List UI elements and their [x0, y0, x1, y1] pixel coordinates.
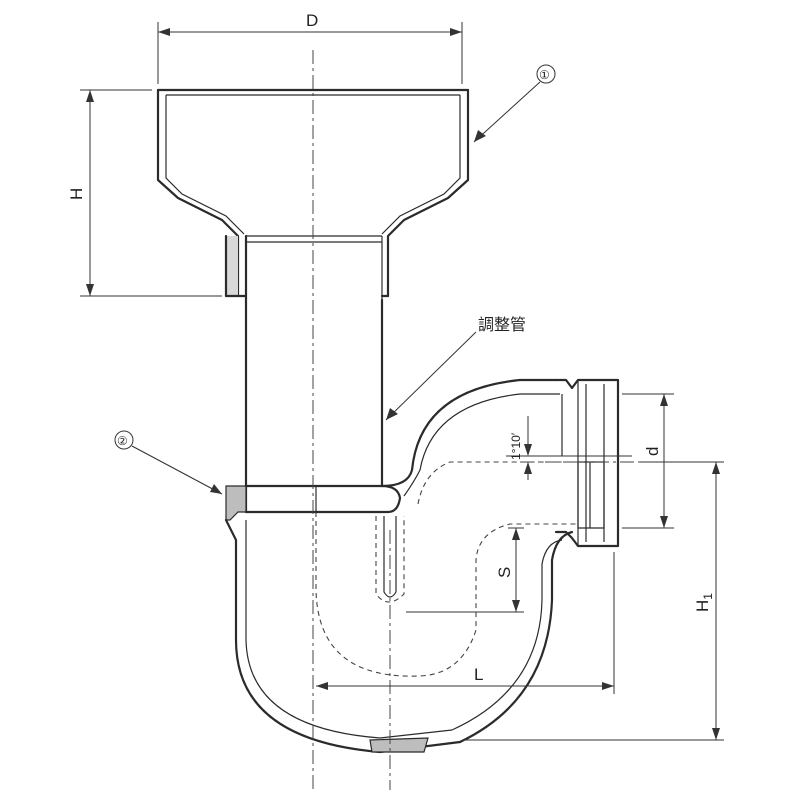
- leader-callout-1: ①: [473, 64, 556, 143]
- leader-callout-2: ②: [114, 430, 223, 495]
- dimension-d: d: [622, 393, 674, 529]
- label-adjust-pipe: 調整管: [478, 315, 526, 334]
- dimension-H1: H1: [462, 461, 724, 741]
- adjust-pipe: [244, 234, 384, 514]
- label-S: S: [495, 567, 514, 578]
- label-callout-1: ①: [539, 68, 550, 82]
- dimension-L: L: [316, 552, 615, 694]
- trap-body: [224, 378, 578, 754]
- dimension-S: S: [406, 527, 524, 613]
- dimension-H: H: [67, 89, 222, 297]
- label-H: H: [67, 188, 86, 200]
- dimension-angle: 1°10′: [506, 416, 632, 480]
- label-callout-2: ②: [117, 434, 128, 448]
- dimension-D: D: [157, 11, 463, 84]
- outlet-socket: [554, 378, 620, 548]
- leader-adjust-pipe: 調整管: [385, 315, 526, 421]
- label-d: d: [643, 447, 662, 456]
- label-D: D: [306, 11, 318, 30]
- label-angle: 1°10′: [509, 432, 523, 460]
- label-L: L: [474, 665, 483, 684]
- label-H1: H1: [693, 593, 715, 612]
